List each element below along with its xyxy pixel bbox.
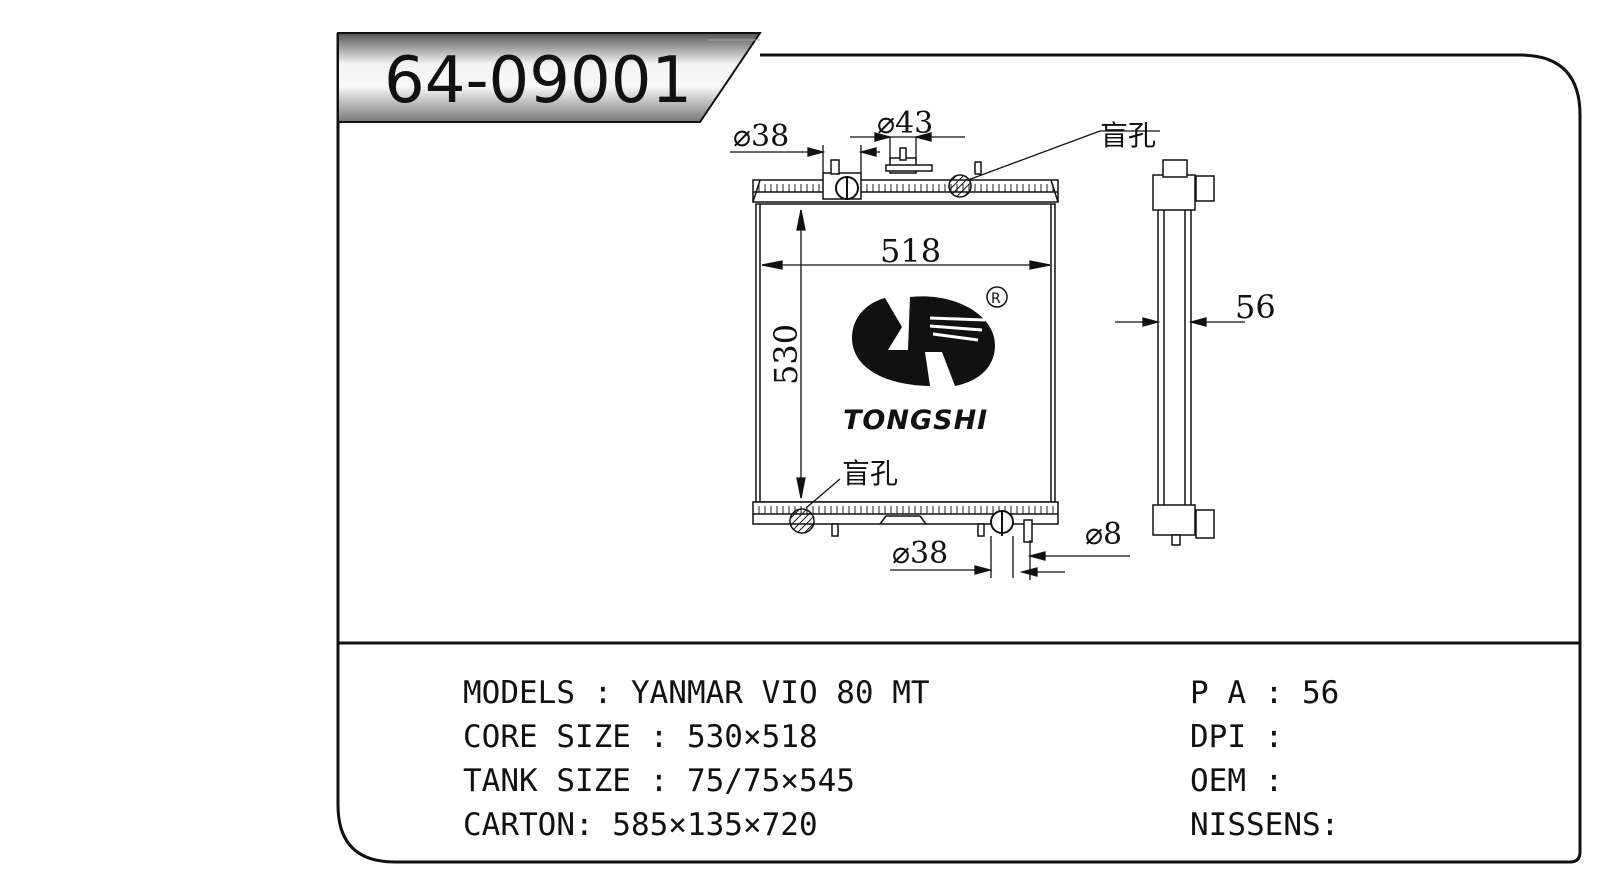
spec-nissens: NISSENS: <box>1190 807 1340 843</box>
depth-dimension: 56 <box>1235 288 1276 326</box>
spec-carton: CARTON: 585×135×720 <box>463 807 818 843</box>
spec-tank-size: TANK SIZE : 75/75×545 <box>463 763 855 799</box>
blind-hole-bottom-label: 盲孔 <box>842 457 898 490</box>
part-number: 64-09001 <box>384 44 692 118</box>
dimension-lines <box>730 130 1160 580</box>
blind-hole-top-label: 盲孔 <box>1100 119 1156 152</box>
drain-dimension: ⌀8 <box>1085 517 1122 552</box>
blind-hole-bottom-marker <box>789 508 815 534</box>
part-number-tab: 64-09001 <box>337 32 762 123</box>
depth-dimension-lines <box>1115 317 1245 327</box>
inlet-top-dimension: ⌀38 <box>733 119 789 154</box>
registered-mark: R <box>991 291 1001 307</box>
spec-core-size: CORE SIZE : 530×518 <box>463 719 818 755</box>
outlet-bottom-dimension: ⌀38 <box>892 536 948 571</box>
blind-hole-top-marker <box>948 174 972 198</box>
registered-mark-circle <box>986 286 1008 308</box>
spec-oem: OEM : <box>1190 763 1284 799</box>
width-dimension: 518 <box>880 232 941 270</box>
height-dimension: 530 <box>767 324 805 385</box>
brand-name: TONGSHI <box>843 405 988 436</box>
spec-dpi: DPI : <box>1190 719 1284 755</box>
sheet-border <box>336 33 1582 864</box>
spec-pa: P A : 56 <box>1190 675 1340 711</box>
radiator-side-view <box>1152 159 1215 546</box>
tongshi-logo: R TONGSHI <box>843 286 1008 436</box>
cap-dimension: ⌀43 <box>877 106 933 141</box>
spec-models: MODELS : YANMAR VIO 80 MT <box>463 675 930 711</box>
